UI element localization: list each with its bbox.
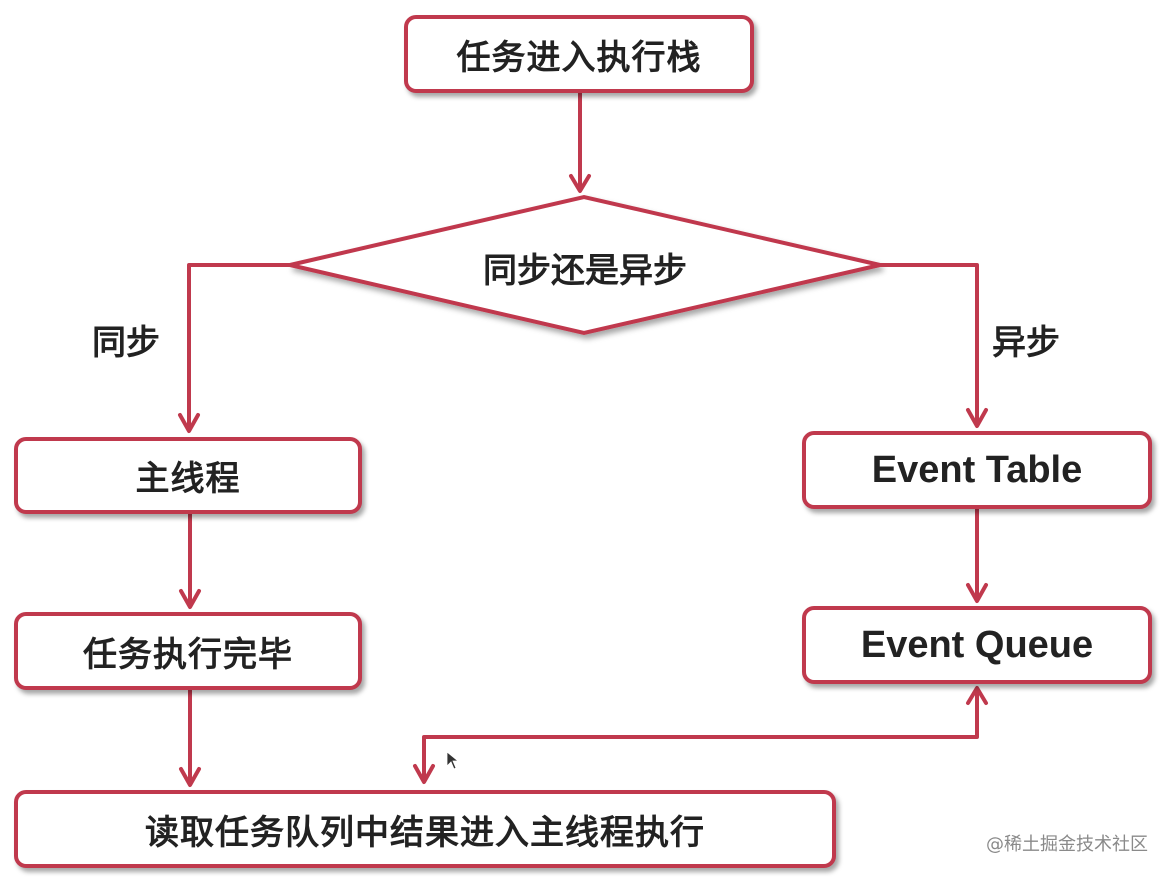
edge-event-queue-to-read-queue [422, 688, 979, 782]
watermark: @稀土掘金技术社区 [986, 834, 1148, 855]
node-enter-stack: 任务进入执行栈 [404, 15, 754, 93]
node-event-table-label: Event Table [871, 448, 1083, 491]
node-read-queue-label: 读取任务队列中结果进入主线程执行 [145, 812, 705, 853]
node-task-done: 任务执行完毕 [14, 612, 362, 690]
arrowhead-event-table [966, 408, 988, 428]
node-main-thread-label: 主线程 [135, 459, 241, 499]
node-task-done-label: 任务执行完毕 [83, 634, 293, 675]
arrowhead-read-queue-left [179, 767, 201, 787]
arrowhead-task-done [179, 589, 201, 609]
mouse-cursor-icon [446, 751, 460, 770]
edge-label-async: 异步 [992, 323, 1060, 363]
arrowhead-event-queue [966, 583, 988, 603]
edge-decision-to-main-thread [187, 263, 292, 432]
arrowhead-main-thread [178, 413, 200, 433]
arrowhead-decision [569, 174, 591, 193]
arrowhead-read-queue-right [413, 764, 435, 784]
node-read-queue: 读取任务队列中结果进入主线程执行 [14, 790, 836, 868]
edge-decision-to-event-table [878, 263, 979, 427]
node-event-queue: Event Queue [802, 606, 1152, 684]
node-event-table: Event Table [802, 431, 1152, 509]
node-enter-stack-label: 任务进入执行栈 [456, 37, 702, 78]
arrowhead-event-queue-up [966, 686, 988, 705]
decision-label: 同步还是异步 [483, 250, 687, 291]
node-main-thread: 主线程 [14, 437, 362, 514]
node-event-queue-label: Event Queue [860, 623, 1094, 666]
edge-label-sync: 同步 [92, 323, 160, 363]
